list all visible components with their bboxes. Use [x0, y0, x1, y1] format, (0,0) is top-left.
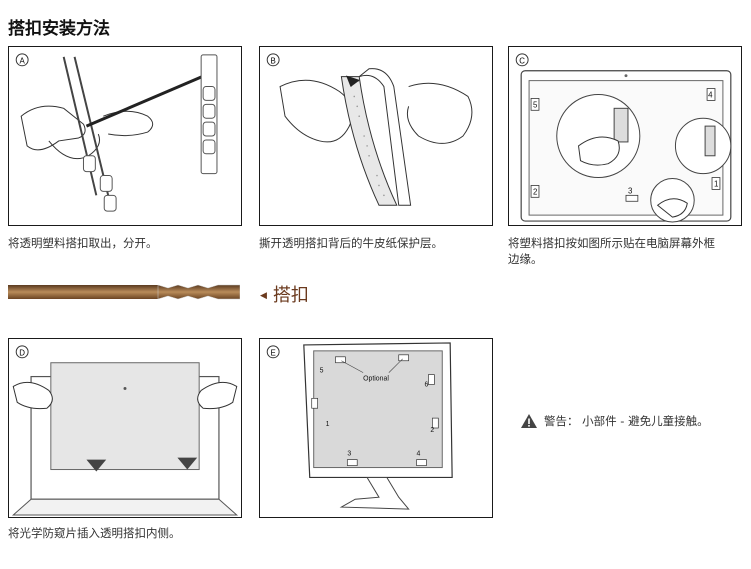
step-c-mark-2: 2	[533, 187, 537, 196]
step-e-mark-4: 4	[417, 451, 421, 458]
step-e-mark-2: 2	[430, 427, 434, 434]
step-a-illustration: A	[15, 53, 218, 212]
step-c-mark-3: 3	[628, 186, 633, 195]
step-e-illustration: E Optional 5 6 1 2 3 4	[266, 342, 453, 510]
page-title: 搭扣安装方法	[8, 19, 110, 39]
step-d-panel: D	[8, 338, 242, 518]
step-c-mark-4: 4	[708, 90, 713, 99]
step-c-caption-line2: 边缘。	[508, 252, 543, 266]
step-d-illustration: D	[11, 345, 239, 516]
step-b-letter: B	[271, 56, 276, 65]
step-e-optional-label: Optional	[363, 376, 389, 383]
step-a-panel: A	[8, 46, 242, 226]
step-c-mark-5: 5	[533, 100, 538, 109]
step-c-caption-line1: 将塑料搭扣按如图所示贴在电脑屏幕外框	[508, 236, 715, 250]
clip-strip-illustration	[8, 284, 240, 300]
step-c-caption: 将塑料搭扣按如图所示贴在电脑屏幕外框 边缘。	[508, 235, 748, 267]
step-c-mark-1: 1	[714, 179, 719, 188]
arrow-left-icon: ◀	[260, 291, 267, 301]
step-a-caption: 将透明塑料搭扣取出，分开。	[8, 236, 158, 250]
step-b-illustration: B	[266, 53, 473, 206]
step-d-letter: D	[19, 348, 25, 357]
step-b-caption: 撕开透明搭扣背后的牛皮纸保护层。	[259, 236, 443, 250]
step-e-mark-5: 5	[320, 368, 324, 375]
clip-label-text: 搭扣	[272, 285, 309, 306]
warning-text: 警告： 小部件 - 避免儿童接触。	[544, 414, 709, 428]
clip-label: ◀ 搭扣	[260, 281, 309, 307]
step-c-letter: C	[519, 56, 525, 65]
step-b-panel: B	[259, 46, 493, 226]
step-e-panel: E Optional 5 6 1 2 3 4	[259, 338, 493, 518]
step-e-mark-3: 3	[347, 451, 351, 458]
step-e-letter: E	[271, 348, 276, 357]
step-e-mark-1: 1	[326, 421, 330, 428]
warning-icon	[521, 414, 537, 428]
step-a-letter: A	[20, 56, 26, 65]
step-c-illustration: C 5 4 3 2 1	[515, 53, 732, 223]
step-e-mark-6: 6	[424, 381, 428, 388]
step-c-panel: C 5 4 3 2 1	[508, 46, 742, 226]
step-d-caption: 将光学防窥片插入透明搭扣内侧。	[8, 526, 181, 540]
warning-notice: 警告： 小部件 - 避免儿童接触。	[520, 413, 709, 429]
